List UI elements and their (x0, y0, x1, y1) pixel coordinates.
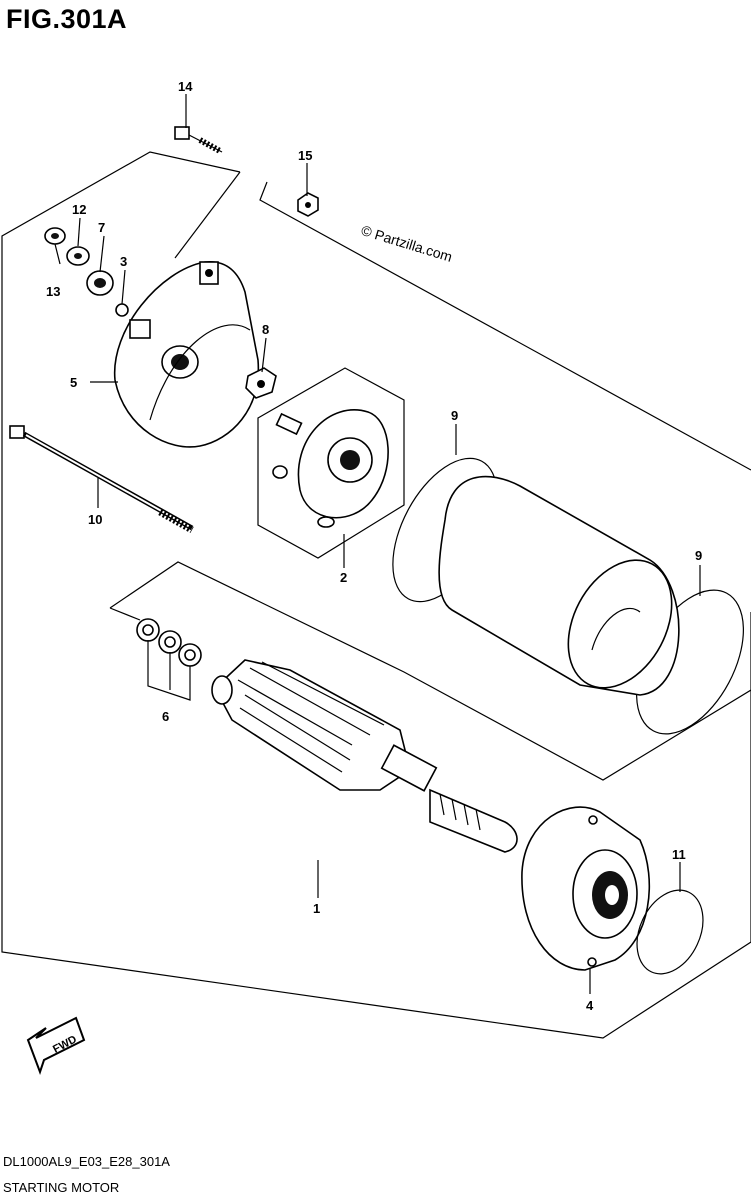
brush-holder-frame (257, 367, 405, 559)
callout-8: 8 (262, 322, 269, 337)
callout-9-upper: 9 (451, 408, 458, 423)
callout-11: 11 (672, 847, 686, 862)
callout-13: 13 (46, 284, 60, 299)
armature-1[interactable] (211, 659, 518, 853)
figure-name: STARTING MOTOR (3, 1180, 120, 1195)
callout-12: 12 (72, 202, 86, 217)
brush-holder-2[interactable] (272, 409, 389, 528)
front-bracket-4[interactable] (521, 806, 651, 971)
bolt-14[interactable] (174, 126, 223, 154)
callout-10: 10 (88, 512, 102, 527)
armature-box (109, 561, 751, 781)
fwd-arrow-icon: FWD (26, 1016, 86, 1075)
assembly-outline (1, 151, 751, 1039)
callout-2: 2 (340, 570, 347, 585)
armature-box-dash (109, 607, 141, 621)
outline-upper-edge (259, 181, 751, 471)
nut-13[interactable] (44, 227, 66, 245)
o-ring-11[interactable] (624, 879, 716, 984)
callout-4: 4 (586, 998, 594, 1013)
o-ring-3[interactable] (115, 303, 129, 317)
nut-15[interactable] (297, 192, 319, 217)
callout-7: 7 (98, 220, 105, 235)
callout-9-lower: 9 (695, 548, 702, 563)
washer-12[interactable] (66, 246, 90, 266)
callout-1: 1 (313, 901, 320, 916)
leader-lines (54, 94, 701, 994)
callout-14: 14 (178, 79, 193, 94)
callout-6: 6 (162, 709, 169, 724)
motor-yoke[interactable] (438, 475, 692, 706)
figure-code: DL1000AL9_E03_E28_301A (3, 1154, 170, 1169)
housing-end-5[interactable] (113, 261, 260, 448)
seal-7[interactable] (86, 270, 114, 296)
callout-5: 5 (70, 375, 77, 390)
terminal-8[interactable] (245, 367, 277, 399)
figure-title: FIG.301A (6, 4, 128, 34)
callout-3: 3 (120, 254, 127, 269)
through-bolt-10[interactable] (9, 425, 194, 534)
washers-6[interactable] (136, 618, 202, 667)
callout-15: 15 (298, 148, 312, 163)
outline-upper-left (174, 171, 241, 259)
